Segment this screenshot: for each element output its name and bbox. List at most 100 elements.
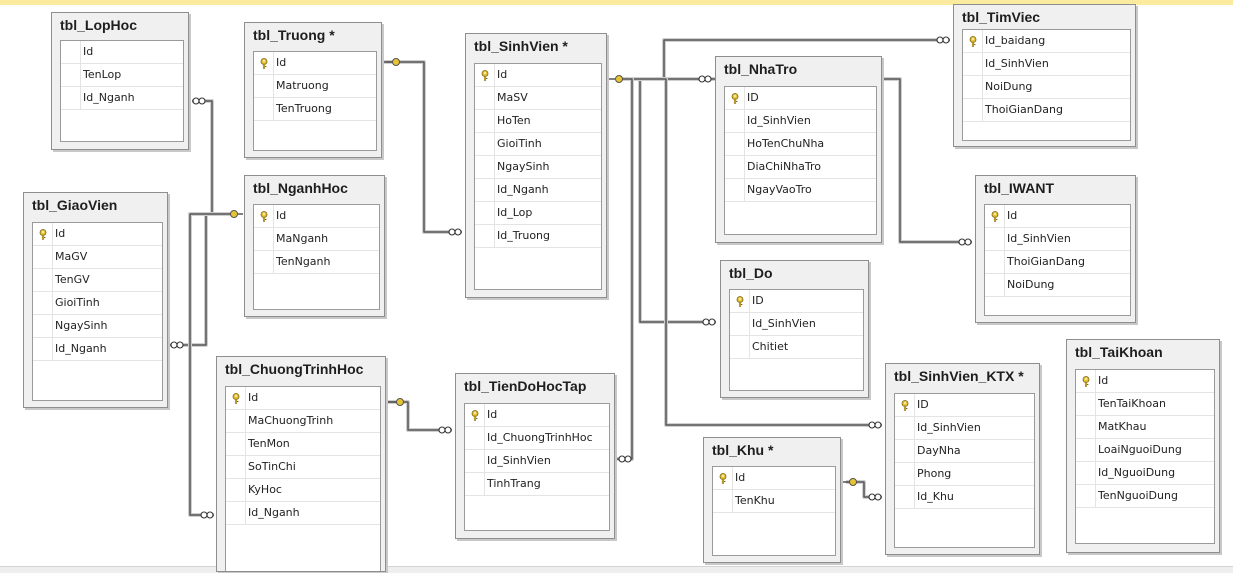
column-name: Id_Nganh xyxy=(248,506,300,519)
column-row[interactable]: MatKhau xyxy=(1076,416,1214,439)
column-row[interactable]: GioiTinh xyxy=(475,133,601,156)
column-row[interactable]: TenMon xyxy=(226,433,380,456)
column-row[interactable]: ThoiGianDang xyxy=(963,99,1130,122)
row-selector xyxy=(963,99,983,122)
column-row[interactable]: Id_Nganh xyxy=(61,87,183,110)
row-selector xyxy=(725,156,745,179)
infinity-end-ktx-khu xyxy=(868,493,882,501)
column-row[interactable]: LoaiNguoiDung xyxy=(1076,439,1214,462)
column-row[interactable]: Id_SinhVien xyxy=(725,110,876,133)
column-row[interactable]: TinhTrang xyxy=(465,473,609,496)
column-row[interactable]: Id_Khu xyxy=(895,486,1034,509)
row-selector xyxy=(730,336,750,359)
column-row[interactable]: MaChuongTrinh xyxy=(226,410,380,433)
relationship-nganhhoc-giaovien[interactable] xyxy=(170,212,232,347)
column-row[interactable]: Id_Nganh xyxy=(226,502,380,525)
column-row[interactable]: TenKhu xyxy=(713,490,835,513)
column-row[interactable]: Id xyxy=(985,205,1130,228)
column-row[interactable]: Id xyxy=(61,41,183,64)
column-row[interactable]: TenGV xyxy=(33,269,162,292)
column-row[interactable]: MaGV xyxy=(33,246,162,269)
row-selector xyxy=(61,87,81,110)
column-row[interactable]: Id xyxy=(1076,370,1214,393)
column-row[interactable]: Id_SinhVien xyxy=(465,450,609,473)
column-name: DiaChiNhaTro xyxy=(747,160,822,173)
column-name: MatKhau xyxy=(1098,420,1147,433)
column-row[interactable]: NoiDung xyxy=(985,274,1130,297)
column-row[interactable]: ID xyxy=(725,87,876,110)
column-row[interactable]: Id_ChuongTrinhHoc xyxy=(465,427,609,450)
column-row[interactable]: Id xyxy=(465,404,609,427)
relationship-chuongtrinh-tiendo[interactable] xyxy=(388,400,452,432)
column-row[interactable]: GioiTinh xyxy=(33,292,162,315)
column-row[interactable]: Id_SinhVien xyxy=(895,417,1034,440)
column-row[interactable]: TenNguoiDung xyxy=(1076,485,1214,508)
column-row[interactable]: Id_Nganh xyxy=(33,338,162,361)
column-row[interactable]: NoiDung xyxy=(963,76,1130,99)
column-row[interactable]: HoTenChuNha xyxy=(725,133,876,156)
column-row[interactable]: ID xyxy=(895,394,1034,417)
column-row[interactable]: Id xyxy=(475,64,601,87)
column-row[interactable]: Phong xyxy=(895,463,1034,486)
column-row[interactable]: DiaChiNhaTro xyxy=(725,156,876,179)
column-name: Id xyxy=(487,408,498,421)
column-row[interactable]: NgayVaoTro xyxy=(725,179,876,202)
column-row[interactable]: NgaySinh xyxy=(475,156,601,179)
column-row[interactable]: Id xyxy=(254,52,376,75)
column-row[interactable]: Id xyxy=(226,387,380,410)
column-row[interactable]: SoTinChi xyxy=(226,456,380,479)
column-row[interactable]: Id_Nganh xyxy=(475,179,601,202)
column-name: ThoiGianDang xyxy=(1007,255,1085,268)
column-row[interactable]: MaSV xyxy=(475,87,601,110)
horizontal-scrollbar[interactable] xyxy=(0,566,1233,573)
column-row[interactable]: TenTaiKhoan xyxy=(1076,393,1214,416)
column-row[interactable]: Id xyxy=(33,223,162,246)
column-row[interactable]: ThoiGianDang xyxy=(985,251,1130,274)
column-row[interactable]: TenNganh xyxy=(254,251,379,274)
column-row[interactable]: Id_Lop xyxy=(475,202,601,225)
column-row[interactable]: Id_SinhVien xyxy=(985,228,1130,251)
column-row[interactable]: TenTruong xyxy=(254,98,376,121)
column-row[interactable]: ID xyxy=(730,290,863,313)
column-row[interactable]: NgaySinh xyxy=(33,315,162,338)
primary-key-icon xyxy=(736,296,744,307)
row-selector xyxy=(895,463,915,486)
table-title: tbl_SinhVien_KTX * xyxy=(894,368,1024,384)
column-row[interactable]: Chitiet xyxy=(730,336,863,359)
column-row[interactable]: Id xyxy=(254,205,379,228)
column-row[interactable]: TenLop xyxy=(61,64,183,87)
column-row[interactable]: Id xyxy=(713,467,835,490)
relationship-sinhvien-ktx[interactable] xyxy=(620,77,882,427)
column-row[interactable]: HoTen xyxy=(475,110,601,133)
column-row[interactable]: Id_NguoiDung xyxy=(1076,462,1214,485)
column-row[interactable]: KyHoc xyxy=(226,479,380,502)
row-selector xyxy=(985,228,1005,251)
infinity-end-timviec xyxy=(936,36,950,44)
column-row[interactable]: Id_SinhVien xyxy=(963,53,1130,76)
column-row[interactable]: Id_SinhVien xyxy=(730,313,863,336)
column-row[interactable]: Id_baidang xyxy=(963,30,1130,53)
key-end-nganhhoc xyxy=(230,210,243,218)
relationship-sinhvien-tiendo[interactable] xyxy=(614,77,634,461)
column-row[interactable]: MaNganh xyxy=(254,228,379,251)
relationship-truong-sinhvien[interactable] xyxy=(384,60,462,234)
column-name: NgaySinh xyxy=(497,160,550,173)
column-row[interactable]: Matruong xyxy=(254,75,376,98)
column-row[interactable]: DayNha xyxy=(895,440,1034,463)
column-row[interactable]: Id_Truong xyxy=(475,225,601,248)
relationship-nganhhoc-lophoc[interactable] xyxy=(192,99,232,216)
